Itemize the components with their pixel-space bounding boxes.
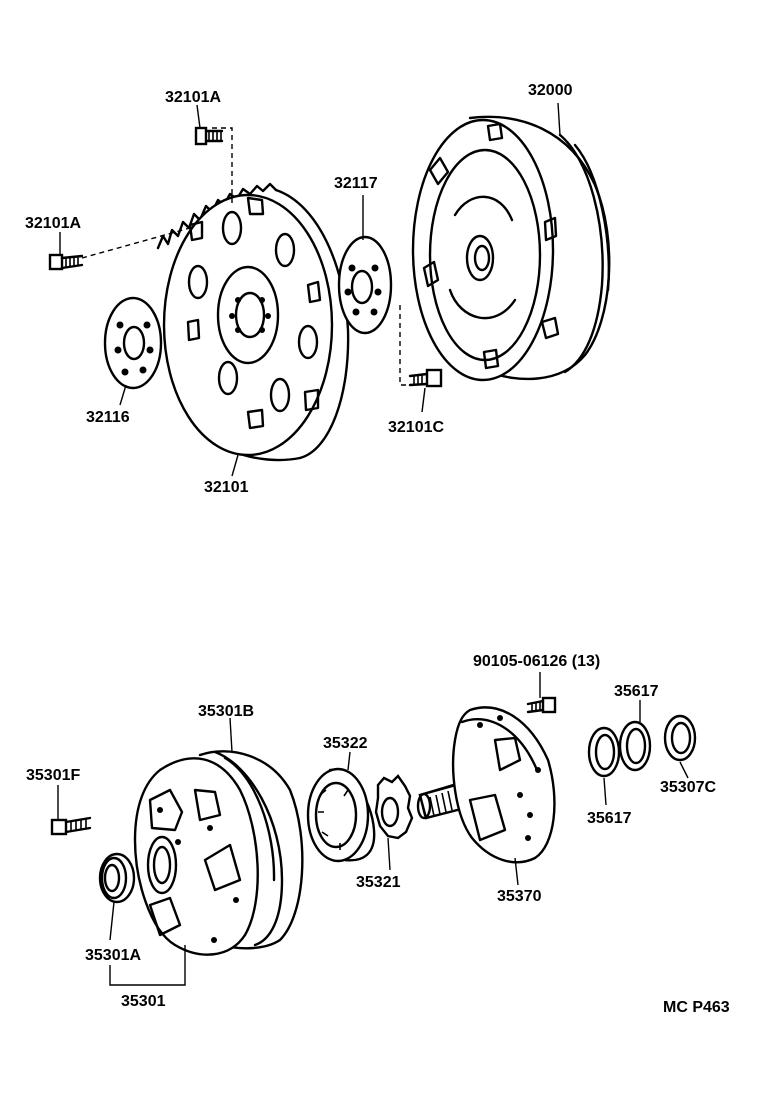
label-35301: 35301 bbox=[121, 993, 166, 1010]
label-35370: 35370 bbox=[497, 888, 542, 905]
label-90105-06126: 90105-06126 (13) bbox=[473, 653, 600, 670]
bolt-35301F bbox=[50, 816, 92, 836]
label-32101: 32101 bbox=[204, 479, 249, 496]
label-35322: 35322 bbox=[323, 735, 368, 752]
page-code: MC P463 bbox=[663, 999, 730, 1016]
label-32000: 32000 bbox=[528, 82, 573, 99]
driven-gear-35322 bbox=[306, 767, 376, 863]
bolt-32101C bbox=[408, 368, 443, 388]
label-32116: 32116 bbox=[86, 409, 130, 426]
label-35617-bottom: 35617 bbox=[587, 810, 632, 827]
label-35301A: 35301A bbox=[85, 947, 141, 964]
label-32117: 32117 bbox=[334, 175, 378, 192]
drive-plate-32101 bbox=[156, 182, 350, 462]
oil-seal-35301A bbox=[98, 852, 136, 904]
seal-ring-35617-b bbox=[618, 720, 652, 772]
label-35301B: 35301B bbox=[198, 703, 254, 720]
thrust-washer-35307C bbox=[663, 714, 697, 762]
torque-converter-32000 bbox=[411, 115, 611, 382]
label-35321: 35321 bbox=[356, 874, 401, 891]
bolt-32101A-left bbox=[48, 253, 84, 271]
spacer-plate-32117 bbox=[337, 235, 393, 335]
drive-gear-35321 bbox=[374, 774, 414, 840]
label-32101C: 32101C bbox=[388, 419, 444, 436]
oil-pump-body-35301 bbox=[133, 750, 304, 956]
label-35301F: 35301F bbox=[26, 767, 80, 784]
bolt-32101A-top bbox=[194, 126, 224, 146]
label-32101A-top: 32101A bbox=[165, 89, 221, 106]
part-labels: 32101A 32000 32117 32101A 32116 32101C 3… bbox=[25, 82, 730, 1016]
label-35307C: 35307C bbox=[660, 779, 716, 796]
upper-leader-lines bbox=[59, 102, 561, 477]
stator-shaft-35370 bbox=[416, 706, 556, 864]
bolt-90105-06126 bbox=[526, 696, 557, 714]
spacer-plate-32116 bbox=[103, 296, 163, 390]
label-32101A-left: 32101A bbox=[25, 215, 81, 232]
seal-ring-35617-a bbox=[587, 726, 621, 778]
label-35617-top: 35617 bbox=[614, 683, 659, 700]
lower-leader-lines bbox=[57, 672, 689, 986]
